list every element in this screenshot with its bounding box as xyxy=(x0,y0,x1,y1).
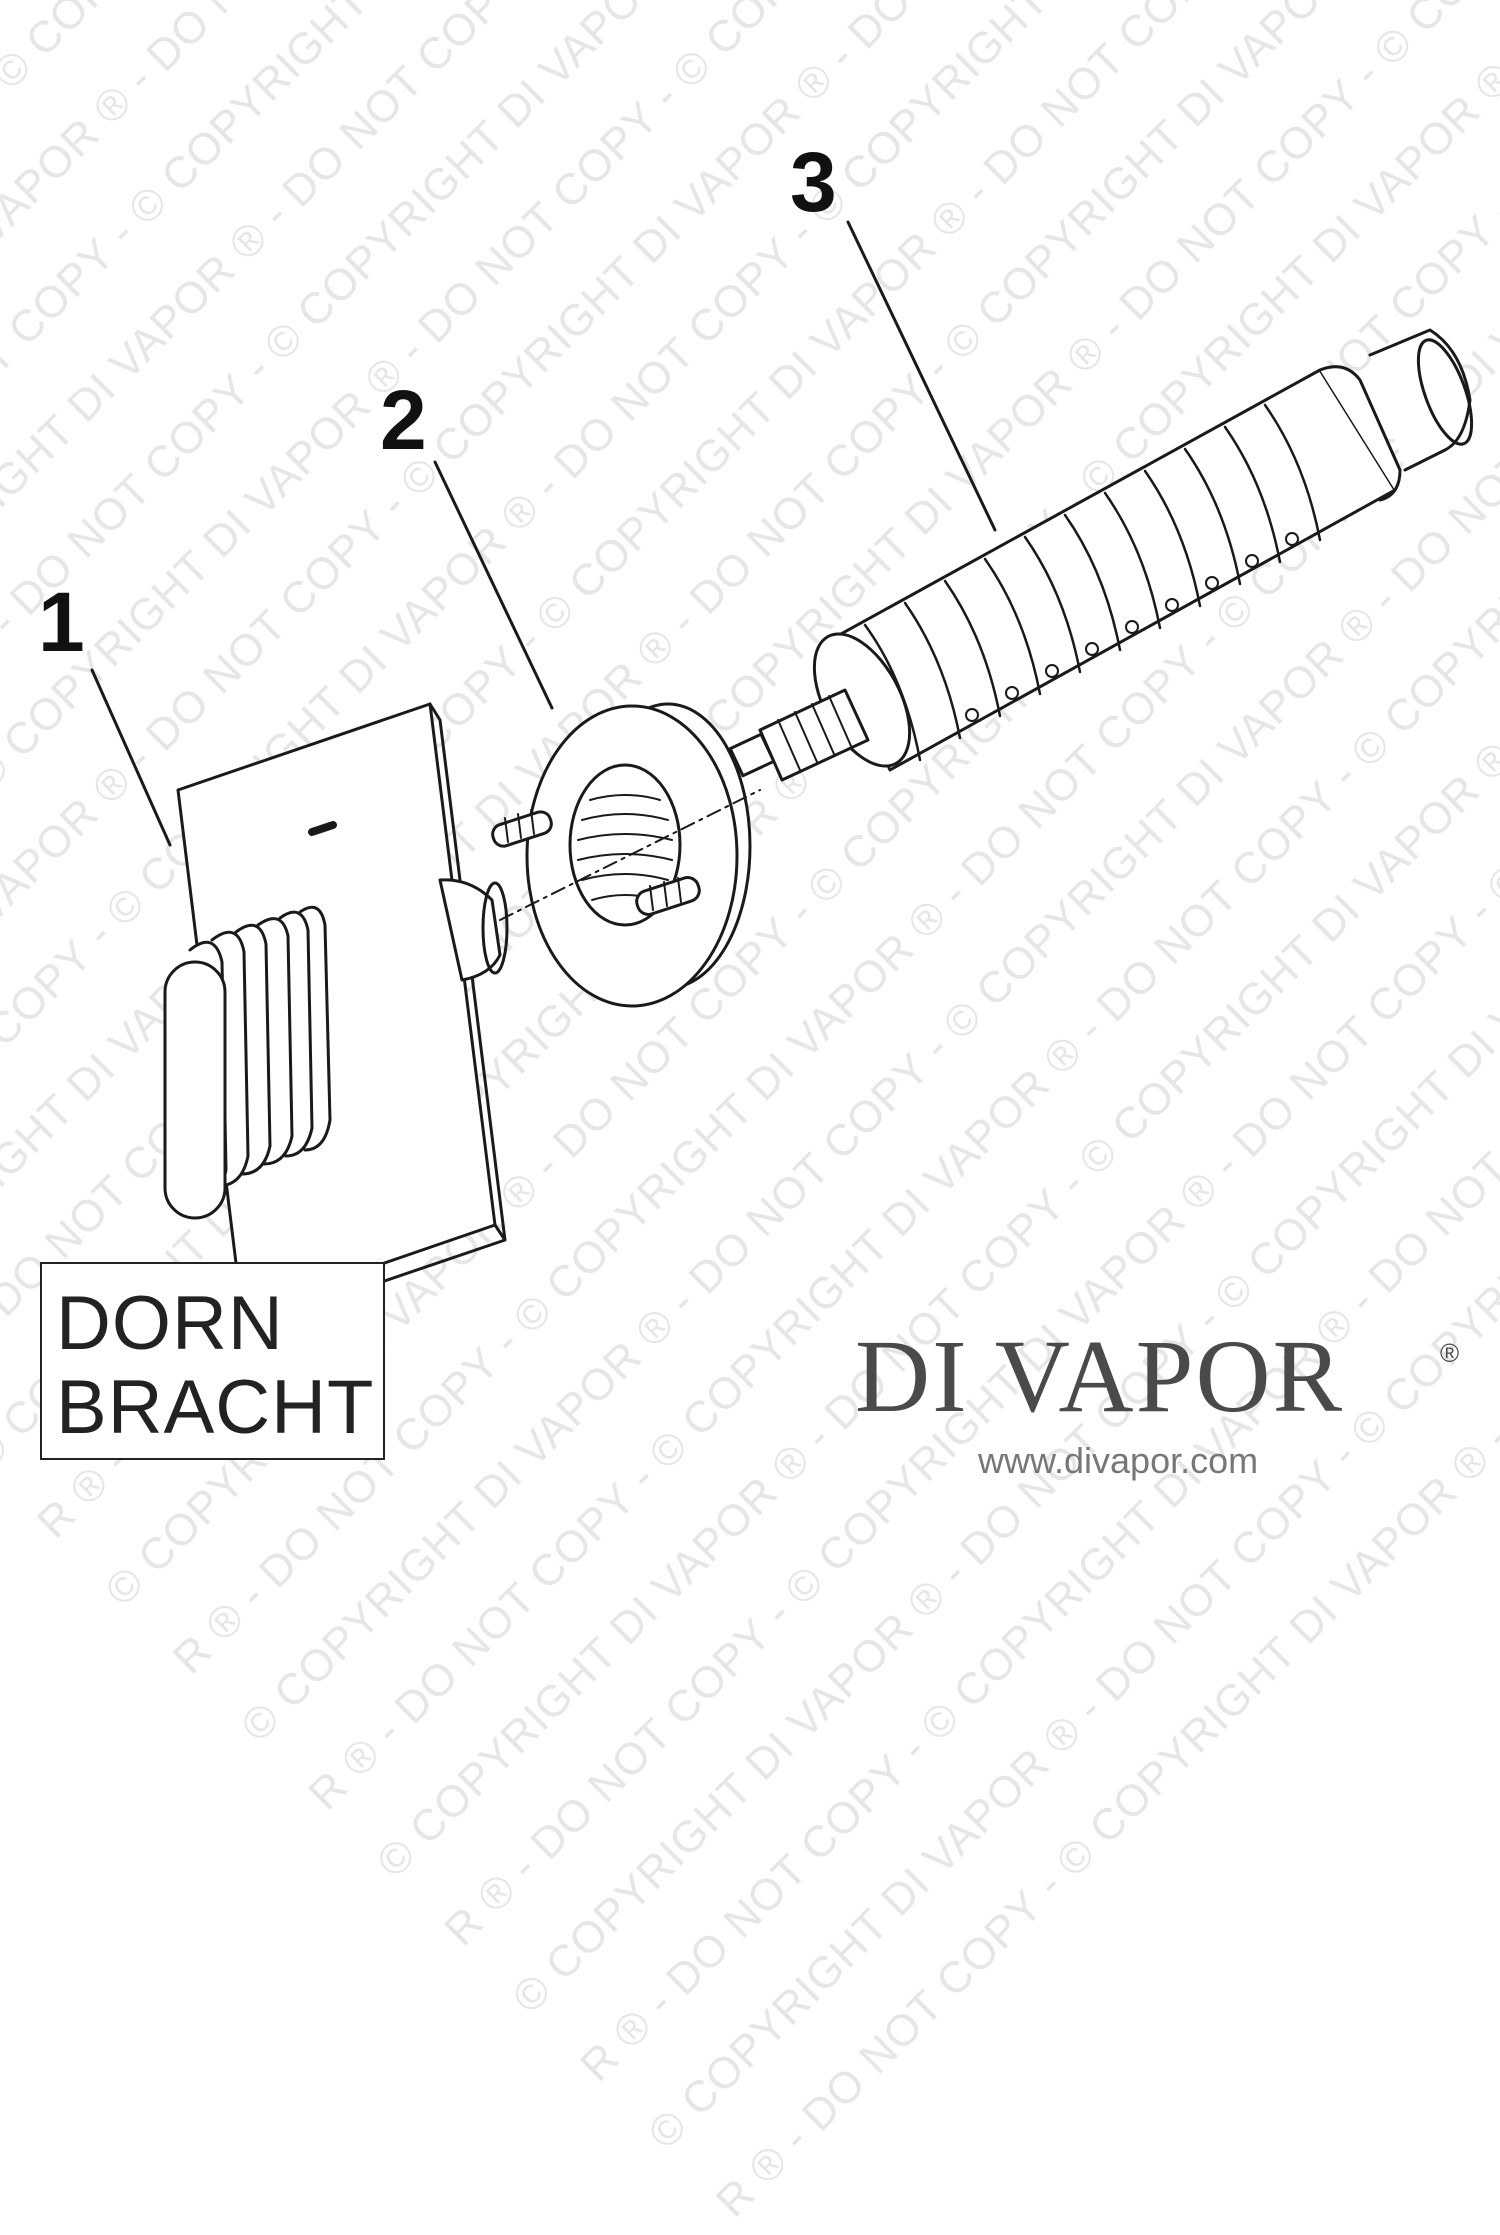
divapor-registered-mark: ® xyxy=(1440,1338,1460,1368)
part-1-cover-plate-knob xyxy=(163,702,509,1328)
knob-front-face xyxy=(163,960,227,1220)
dornbracht-logo-line1: DORN xyxy=(56,1281,284,1366)
ring-screw-left xyxy=(491,809,553,848)
divapor-logo: DI VAPOR xyxy=(855,1319,1344,1434)
callout-label-2: 2 xyxy=(380,373,427,467)
cartridge-rear-collar xyxy=(1318,365,1402,502)
leader-line-1 xyxy=(90,668,172,847)
callout-label-3: 3 xyxy=(790,135,837,229)
cartridge-spindle xyxy=(728,688,870,782)
ring-screw-right xyxy=(635,876,701,916)
callout-label-1: 1 xyxy=(38,575,85,669)
divapor-website-url[interactable]: www.divapor.com xyxy=(978,1440,1259,1481)
leader-line-3 xyxy=(846,220,997,532)
dornbracht-logo-line2: BRACHT xyxy=(56,1365,375,1450)
part-3-cartridge xyxy=(728,328,1474,782)
cartridge-ribs xyxy=(863,403,1322,762)
cartridge-holes xyxy=(965,532,1299,722)
ring-thread xyxy=(577,794,673,901)
exploded-parts-drawing xyxy=(90,220,1474,1328)
dornbracht-logo: DORN BRACHT xyxy=(40,1262,385,1460)
part-2-escutcheon-ring xyxy=(491,702,752,1008)
assembly-axis xyxy=(499,789,761,921)
leader-line-2 xyxy=(433,460,554,710)
